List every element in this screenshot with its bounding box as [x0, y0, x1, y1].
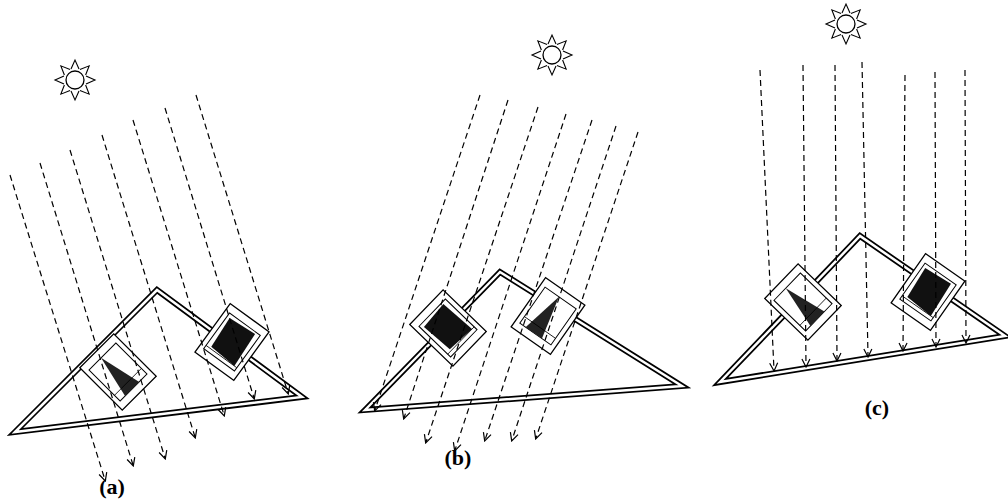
panel-label-c: (c): [865, 395, 889, 421]
panel-label-a: (a): [99, 474, 125, 500]
panel-a: [10, 60, 302, 480]
panel-label-b: (b): [445, 445, 472, 471]
panel-c: [720, 4, 1005, 382]
panel-b: [365, 35, 682, 450]
